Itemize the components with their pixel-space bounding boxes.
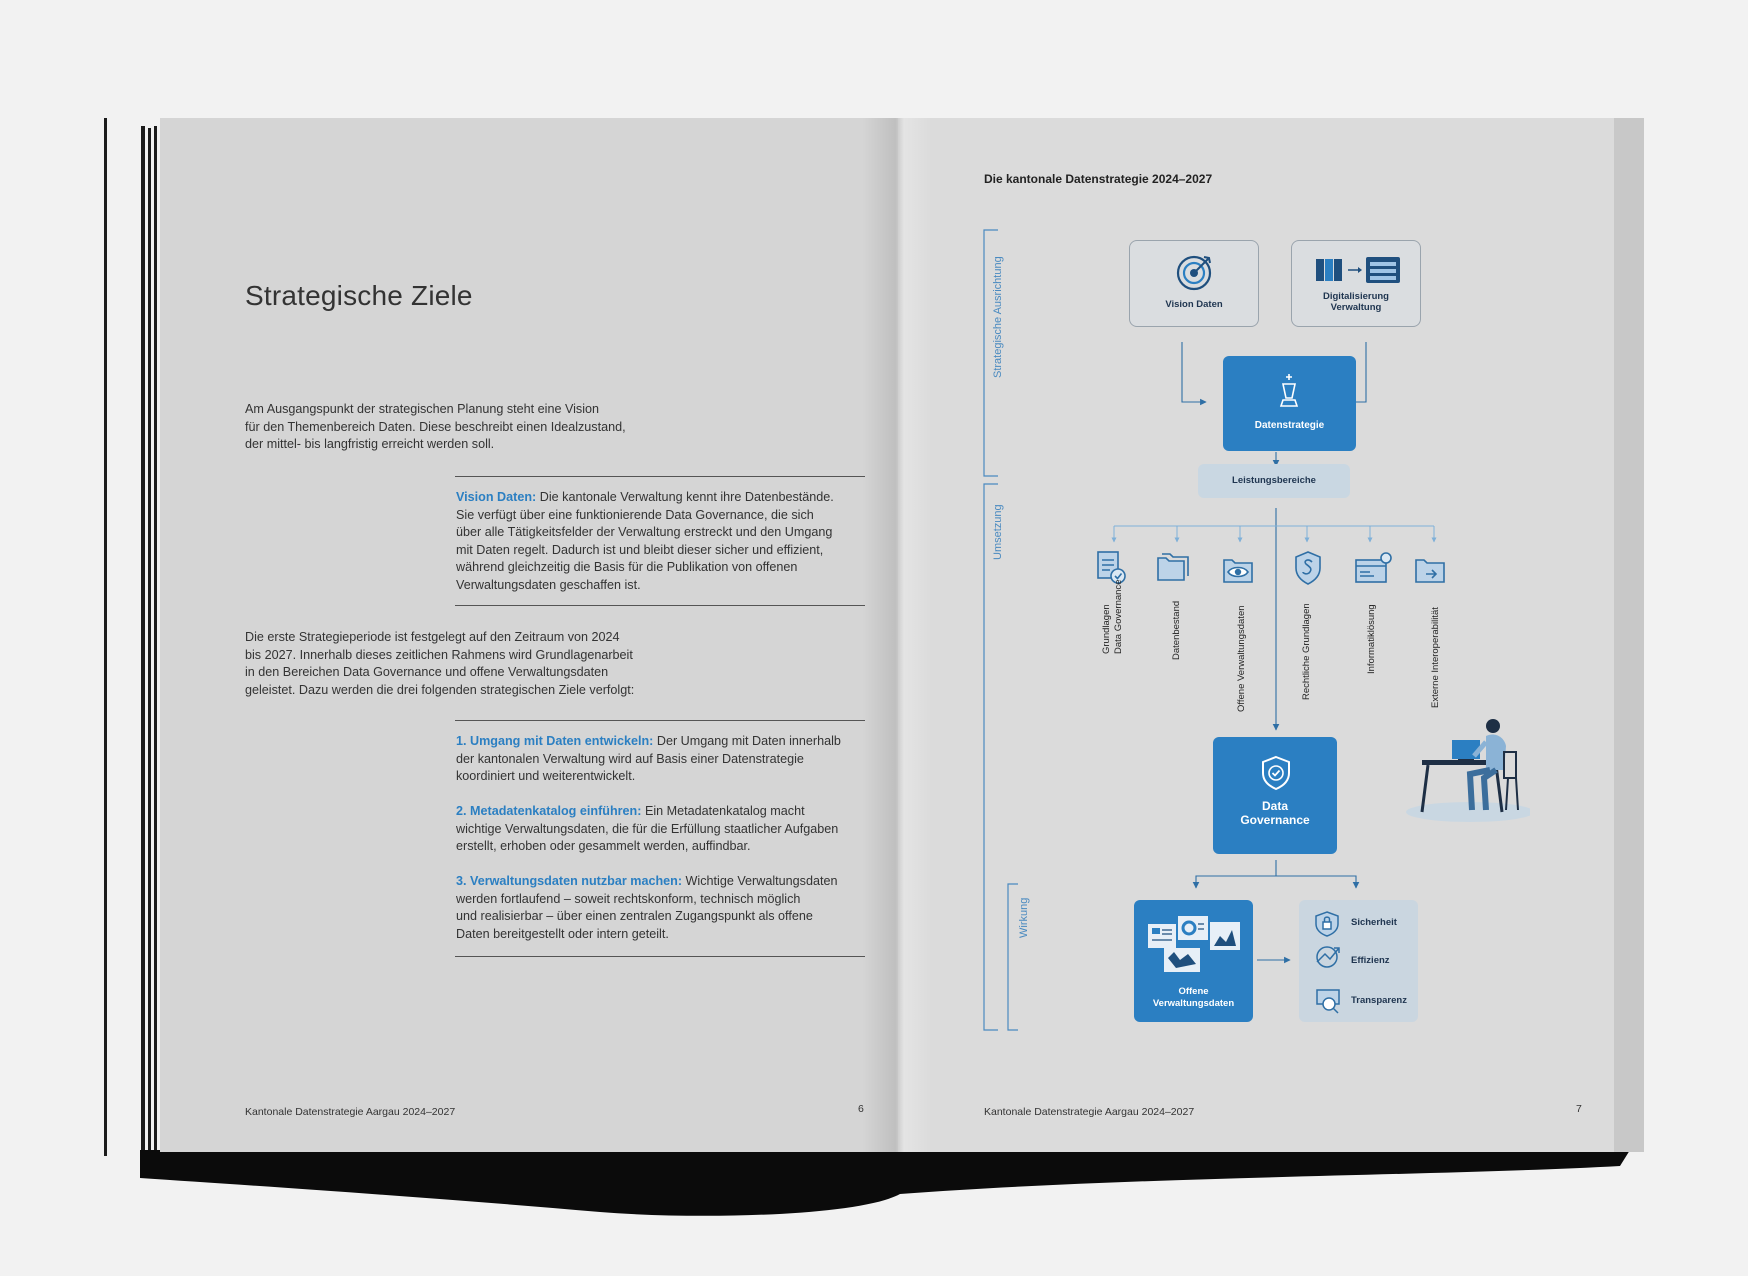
- page-title: Strategische Ziele: [245, 280, 473, 311]
- left-footer: Kantonale Datenstrategie Aargau 2024–202…: [245, 1106, 456, 1118]
- goal-1: 1. Umgang mit Daten entwickeln: Der Umga…: [456, 734, 841, 784]
- right-footer: Kantonale Datenstrategie Aargau 2024–202…: [984, 1106, 1195, 1118]
- area-label-it-solution: Informatiklösung: [1366, 604, 1377, 674]
- target-icon: [1176, 255, 1212, 291]
- goal-2: 2. Metadatenkatalog einführen: Ein Metad…: [456, 804, 839, 854]
- data-strategy-box: Datenstrategie: [1223, 356, 1356, 451]
- person-at-desk-illustration: [1406, 719, 1530, 822]
- outcome-security: Sicherheit: [1351, 917, 1397, 928]
- connector-lines: [1111, 342, 1437, 964]
- page-stack-edge: [104, 118, 107, 1156]
- software-gear-icon: [1355, 552, 1392, 583]
- shield-check-icon: [1262, 755, 1290, 791]
- area-label-interoperability: Externe Interoperabilität: [1430, 607, 1441, 708]
- section-label-effect: Wirkung: [1018, 897, 1030, 938]
- section-label-implementation: Umsetzung: [992, 504, 1004, 560]
- open-data-box: Offene Verwaltungsdaten: [1134, 900, 1253, 1022]
- right-page-number: 7: [1576, 1103, 1582, 1115]
- external-folder-icon: [1415, 559, 1445, 583]
- eye-folder-icon: [1223, 559, 1253, 583]
- vision-paragraph: Vision Daten: Die kantonale Verwaltung k…: [456, 490, 834, 592]
- service-areas-box: Leistungsbereiche: [1198, 464, 1350, 498]
- left-page: [160, 118, 900, 1152]
- period-paragraph: Die erste Strategieperiode ist festgeleg…: [245, 630, 635, 697]
- paragraph-shield-icon: [1295, 551, 1321, 585]
- section-label-strategic: Strategische Ausrichtung: [992, 256, 1004, 378]
- area-label-legal: Rechtliche Grundlagen: [1301, 603, 1312, 700]
- data-governance-box: Data Governance: [1213, 737, 1337, 854]
- right-page-edge: [1614, 118, 1644, 1152]
- outcomes-box: Sicherheit Effizienz Transparenz: [1299, 900, 1418, 1022]
- divider: [455, 476, 865, 477]
- digitalisation-icon: [1316, 257, 1400, 283]
- page-stack-edge: [141, 126, 145, 1150]
- digitalisation-box: Digitalisierung Verwaltung: [1291, 240, 1421, 327]
- goal-3: 3. Verwaltungsdaten nutzbar machen: Wich…: [456, 874, 838, 941]
- outcome-transparency: Transparenz: [1351, 995, 1407, 1006]
- area-icons: [1097, 551, 1445, 585]
- outcome-efficiency: Effizienz: [1351, 955, 1390, 966]
- outcome-icons: [1315, 911, 1340, 1014]
- vision-data-box: Vision Daten: [1129, 240, 1259, 327]
- book-shadow: [140, 1150, 1630, 1216]
- chess-king-icon: [1279, 374, 1299, 407]
- area-label-open-data: Offene Verwaltungsdaten: [1236, 605, 1247, 712]
- divider: [455, 605, 865, 606]
- documents-icon: [1097, 551, 1126, 584]
- section-brackets: [983, 229, 1018, 1031]
- efficiency-icon: [1316, 947, 1340, 963]
- area-label-data-inventory: Datenbestand: [1171, 600, 1182, 660]
- book-gutter: [862, 118, 932, 1152]
- folders-icon: [1157, 553, 1189, 581]
- intro-paragraph: Am Ausgangspunkt der strategischen Planu…: [245, 402, 626, 452]
- divider: [455, 720, 865, 721]
- left-page-number: 6: [858, 1103, 864, 1115]
- divider: [455, 956, 865, 957]
- page-stack-edge: [154, 126, 157, 1152]
- area-label-foundations: Grundlagen Data Governance: [1101, 579, 1124, 654]
- dashboard-screens-icon: [1148, 916, 1240, 972]
- page-stack-edge: [148, 128, 151, 1150]
- diagram-title: Die kantonale Datenstrategie 2024–2027: [984, 172, 1213, 186]
